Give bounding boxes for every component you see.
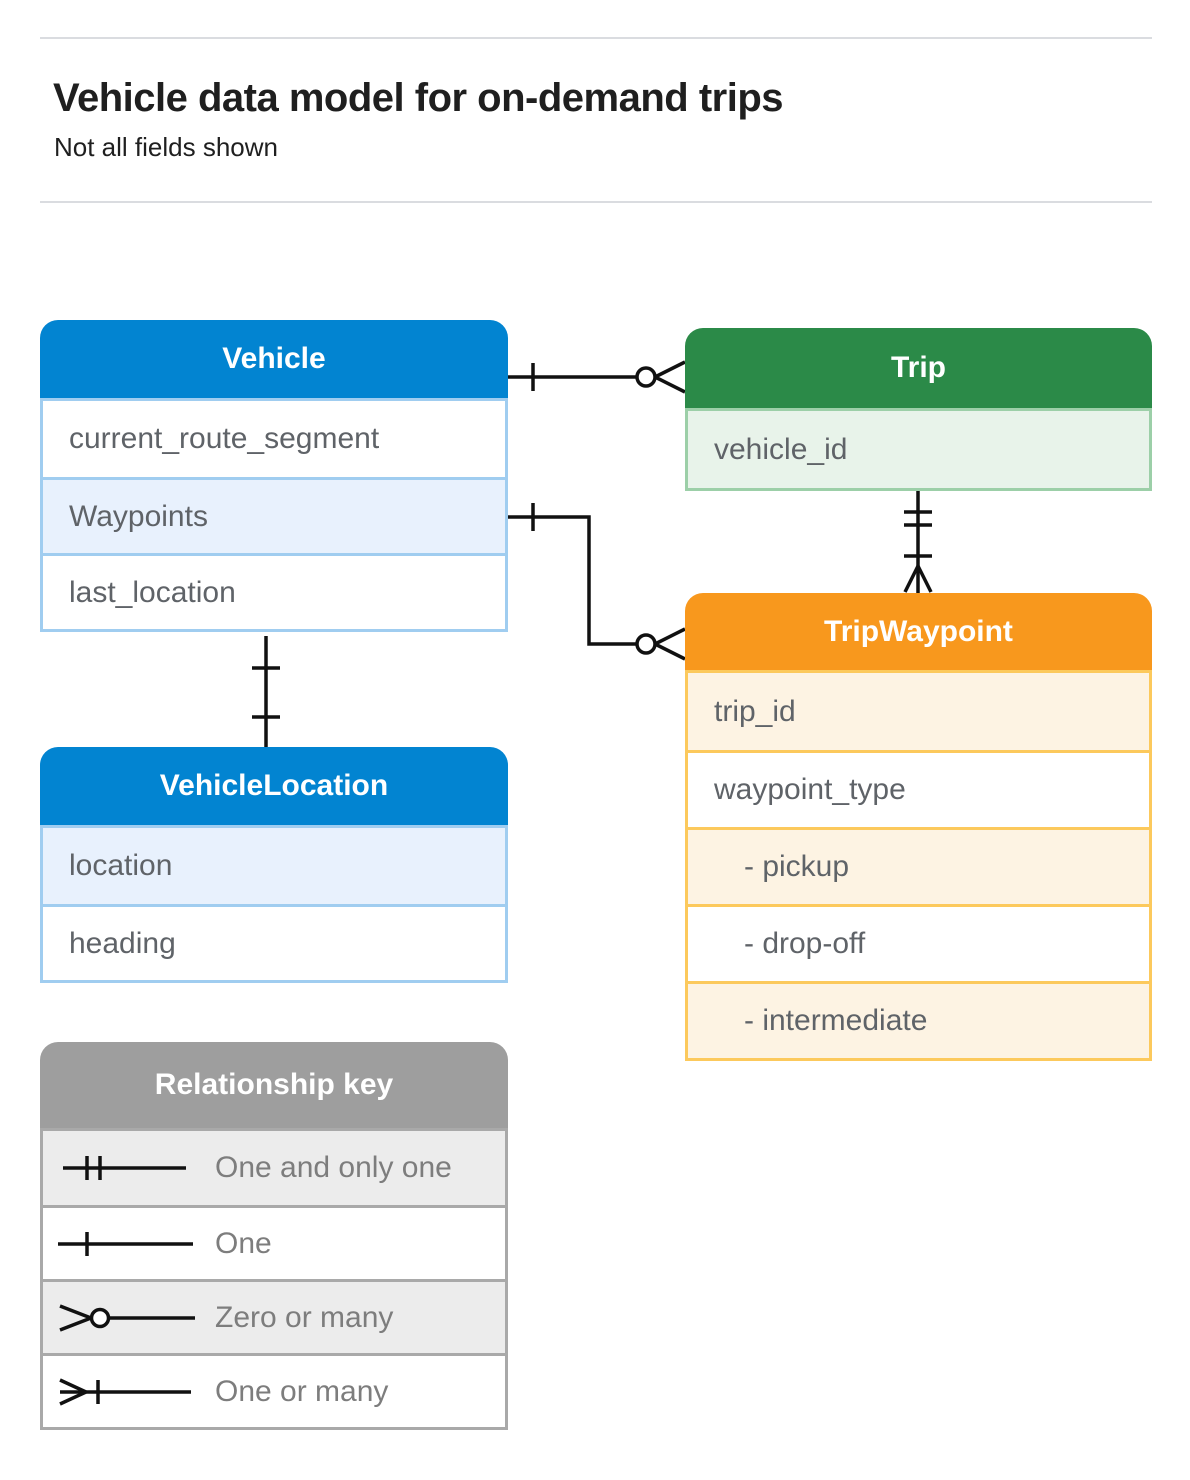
entity-tripwaypoint: TripWaypoint trip_id waypoint_type - pic… (685, 593, 1152, 1061)
connector-trip-tripwaypoint (903, 488, 933, 593)
field-vehicle-id: vehicle_id (688, 411, 1149, 488)
connector-vehicle-vehiclelocation (252, 636, 280, 747)
field-trip-id: trip_id (688, 673, 1149, 750)
legend-item-one-or-many: One or many (43, 1353, 505, 1427)
zero-or-many-icon (59, 1303, 195, 1332)
field-waypoints: Waypoints (43, 477, 505, 553)
relationship-key: Relationship key One and only one One Ze (40, 1042, 508, 1430)
entity-vehicle-header: Vehicle (40, 320, 508, 398)
legend-label: One (215, 1226, 272, 1260)
connector-vehicle-trip (508, 360, 686, 394)
field-location: location (43, 828, 505, 904)
entity-vehiclelocation: VehicleLocation location heading (40, 747, 508, 983)
page-title: Vehicle data model for on-demand trips (53, 76, 784, 120)
entity-trip: Trip vehicle_id (685, 328, 1152, 491)
one-and-only-one-icon (63, 1156, 186, 1180)
divider-below-subtitle (40, 201, 1152, 203)
legend-label: One and only one (215, 1151, 452, 1184)
connector-waypoints-tripwaypoint (508, 503, 686, 661)
legend-item-one-and-only-one: One and only one (43, 1131, 505, 1205)
legend-item-zero-or-many: Zero or many (43, 1279, 505, 1353)
relationship-key-header: Relationship key (40, 1042, 508, 1128)
entity-vehicle: Vehicle current_route_segment Waypoints … (40, 320, 508, 632)
field-last-location: last_location (43, 553, 505, 629)
one-or-many-icon (59, 1377, 191, 1406)
field-waypoint-type-intermediate: - intermediate (688, 981, 1149, 1058)
one-icon (58, 1231, 193, 1256)
divider-top (40, 37, 1152, 39)
legend-item-one: One (43, 1205, 505, 1279)
field-waypoint-type-pickup: - pickup (688, 827, 1149, 904)
entity-tripwaypoint-header: TripWaypoint (685, 593, 1152, 670)
page-subtitle: Not all fields shown (54, 132, 278, 162)
entity-vehiclelocation-header: VehicleLocation (40, 747, 508, 825)
field-heading: heading (43, 904, 505, 980)
field-waypoint-type-dropoff: - drop-off (688, 904, 1149, 981)
entity-trip-header: Trip (685, 328, 1152, 408)
field-current-route-segment: current_route_segment (43, 401, 505, 477)
legend-label: Zero or many (215, 1300, 394, 1334)
legend-label: One or many (215, 1374, 389, 1408)
field-waypoint-type: waypoint_type (688, 750, 1149, 827)
